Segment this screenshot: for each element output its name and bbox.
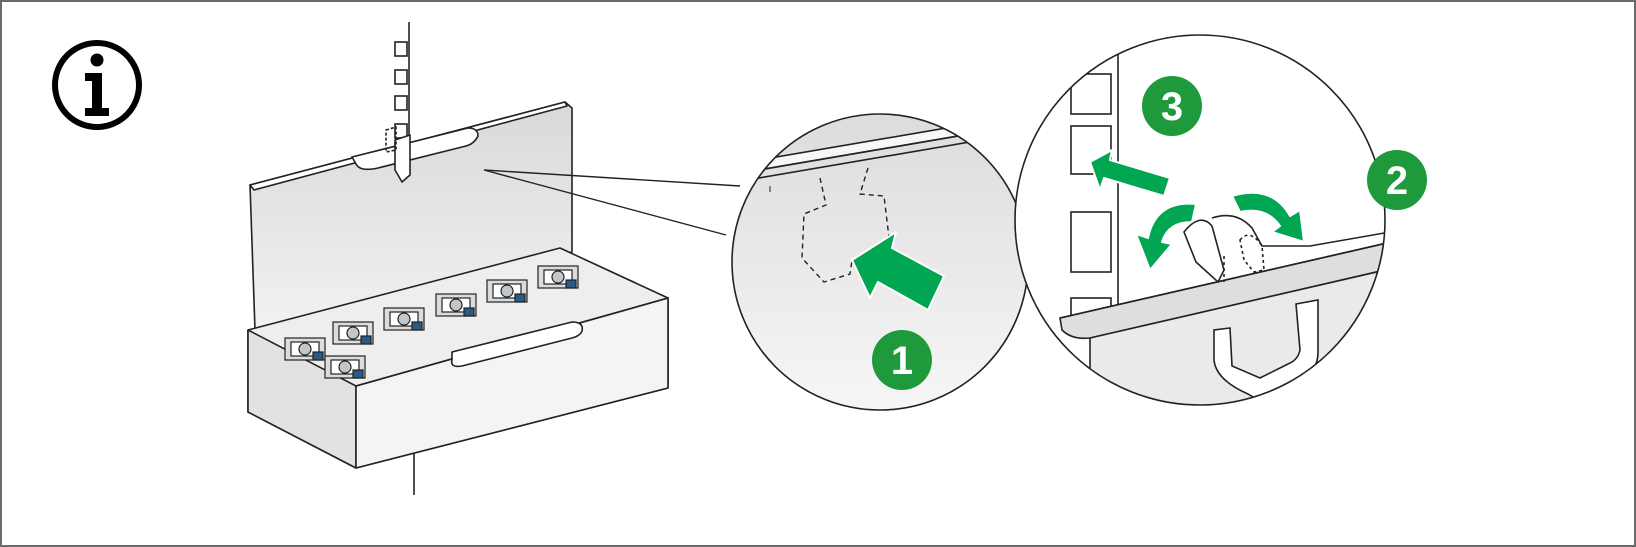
step-badge-1: 1 bbox=[872, 330, 932, 390]
step-number-2: 2 bbox=[1386, 159, 1408, 203]
step-badge-3: 3 bbox=[1142, 76, 1202, 136]
step-number-1: 1 bbox=[891, 339, 913, 383]
step-number-3: 3 bbox=[1161, 85, 1183, 129]
step-badge-2: 2 bbox=[1367, 150, 1427, 210]
